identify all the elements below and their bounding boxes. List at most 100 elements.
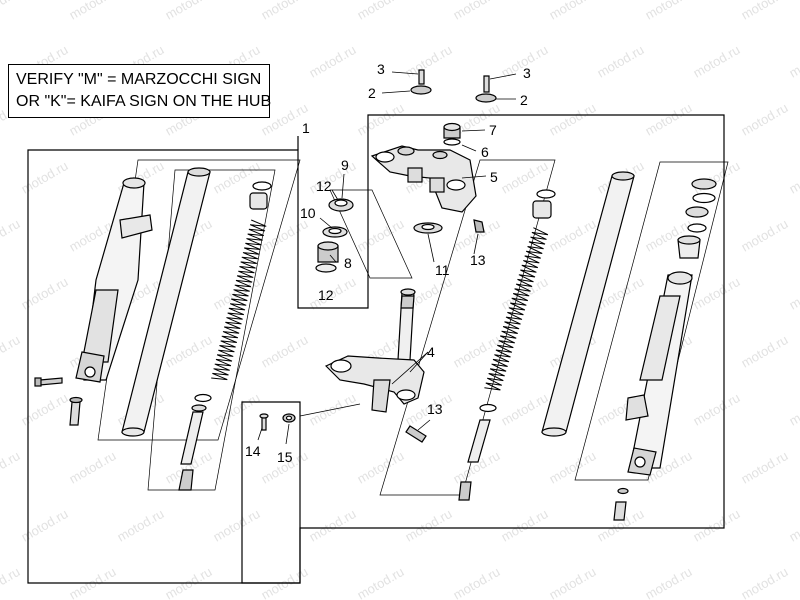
left-fork-leg xyxy=(34,177,153,426)
callout-1: 1 xyxy=(302,120,310,136)
watermark-text: motod.ru xyxy=(787,274,800,313)
watermark-text: motod.ru xyxy=(307,42,359,81)
callout-7: 7 xyxy=(489,122,497,138)
group-frames xyxy=(27,114,725,584)
steering-bearings xyxy=(315,198,485,273)
cap-plug xyxy=(443,122,461,146)
watermark-text: motod.ru xyxy=(259,564,311,600)
watermark-text: motod.ru xyxy=(403,42,455,81)
callout-3a: 3 xyxy=(377,61,385,77)
watermark-text: motod.ru xyxy=(547,100,599,139)
callout-11: 11 xyxy=(435,262,450,278)
small-frame xyxy=(241,401,301,584)
callout-2a: 2 xyxy=(368,85,376,101)
watermark-text: motod.ru xyxy=(355,448,407,487)
note-line-2: OR "K"= KAIFA SIGN ON THE HUB xyxy=(16,93,272,110)
watermark-text: motod.ru xyxy=(547,448,599,487)
note-line-1: VERIFY "M" = MARZOCCHI SIGN xyxy=(16,71,262,88)
watermark-text: motod.ru xyxy=(211,506,263,545)
watermark-text: motod.ru xyxy=(691,506,743,545)
watermark-text: motod.ru xyxy=(211,390,263,429)
watermark-text: motod.ru xyxy=(643,100,695,139)
top-screws xyxy=(410,69,497,103)
right-inner-tube xyxy=(541,171,635,437)
watermark-text: motod.ru xyxy=(787,42,800,81)
callout-9: 9 xyxy=(341,157,349,173)
watermark-text: motod.ru xyxy=(19,158,71,197)
watermark-text: motod.ru xyxy=(115,506,167,545)
callout-10: 10 xyxy=(300,205,316,221)
watermark-text: motod.ru xyxy=(451,564,503,600)
watermark-text: motod.ru xyxy=(787,158,800,197)
watermark-text: motod.ru xyxy=(163,564,215,600)
left-spring xyxy=(178,181,272,491)
watermark-text: motod.ru xyxy=(451,0,503,23)
callout-5: 5 xyxy=(490,169,498,185)
watermark-text: motod.ru xyxy=(163,332,215,371)
callout-3b: 3 xyxy=(523,65,531,81)
callout-8: 8 xyxy=(344,255,352,271)
small-fasteners xyxy=(259,413,296,431)
watermark-text: motod.ru xyxy=(0,216,22,255)
watermark-text: motod.ru xyxy=(307,506,359,545)
watermark-text: motod.ru xyxy=(739,332,791,371)
callout-6: 6 xyxy=(481,144,489,160)
watermark-text: motod.ru xyxy=(691,158,743,197)
upper-triple-clamp xyxy=(370,145,477,213)
callout-4: 4 xyxy=(427,344,435,360)
watermark-text: motod.ru xyxy=(67,0,119,23)
watermark-text: motod.ru xyxy=(643,564,695,600)
panel-right-2 xyxy=(574,161,729,481)
watermark-text: motod.ru xyxy=(355,564,407,600)
callout-13a: 13 xyxy=(470,252,486,268)
panel-middle xyxy=(329,189,413,279)
watermark-text: motod.ru xyxy=(547,564,599,600)
watermark-text: motod.ru xyxy=(739,448,791,487)
callout-12b: 12 xyxy=(318,287,334,303)
callout-13b: 13 xyxy=(427,401,443,417)
watermark-text: motod.ru xyxy=(739,100,791,139)
watermark-text: motod.ru xyxy=(643,0,695,23)
callout-2b: 2 xyxy=(520,92,528,108)
watermark-text: motod.ru xyxy=(499,506,551,545)
watermark-text: motod.ru xyxy=(499,390,551,429)
watermark-text: motod.ru xyxy=(0,564,22,600)
watermark-text: motod.ru xyxy=(0,0,22,23)
callout-14: 14 xyxy=(245,443,261,459)
watermark-text: motod.ru xyxy=(0,448,22,487)
watermark-text: motod.ru xyxy=(547,0,599,23)
left-group-frame xyxy=(27,114,725,584)
right-spring xyxy=(458,189,556,501)
callout-12a: 12 xyxy=(316,178,332,194)
watermark-text: motod.ru xyxy=(739,564,791,600)
watermark-text: motod.ru xyxy=(355,100,407,139)
watermark-text: motod.ru xyxy=(163,0,215,23)
watermark-text: motod.ru xyxy=(259,0,311,23)
watermark-text: motod.ru xyxy=(67,564,119,600)
watermark-text: motod.ru xyxy=(19,390,71,429)
watermark-text: motod.ru xyxy=(211,158,263,197)
watermark-text: motod.ru xyxy=(355,0,407,23)
watermark-text: motod.ru xyxy=(787,390,800,429)
watermark-text: motod.ru xyxy=(403,506,455,545)
marzocchi-kaifa-note: VERIFY "M" = MARZOCCHI SIGN OR "K"= KAIF… xyxy=(8,64,272,118)
left-inner-tube xyxy=(121,167,211,437)
lower-triple-clamp xyxy=(324,288,427,443)
watermark-text: motod.ru xyxy=(787,506,800,545)
watermark-text: motod.ru xyxy=(0,332,22,371)
right-fork-leg xyxy=(613,178,717,521)
watermark-text: motod.ru xyxy=(259,332,311,371)
callout-15: 15 xyxy=(277,449,293,465)
watermark-text: motod.ru xyxy=(259,216,311,255)
leader-lines xyxy=(257,71,517,445)
watermark-text: motod.ru xyxy=(595,42,647,81)
watermark-text: motod.ru xyxy=(691,42,743,81)
watermark-text: motod.ru xyxy=(67,448,119,487)
panel-left-2 xyxy=(147,169,276,491)
watermark-text: motod.ru xyxy=(19,274,71,313)
watermark-text: motod.ru xyxy=(739,0,791,23)
watermark-text: motod.ru xyxy=(547,216,599,255)
watermark-text: motod.ru xyxy=(691,390,743,429)
watermark-text: motod.ru xyxy=(19,506,71,545)
watermark-text: motod.ru xyxy=(739,216,791,255)
